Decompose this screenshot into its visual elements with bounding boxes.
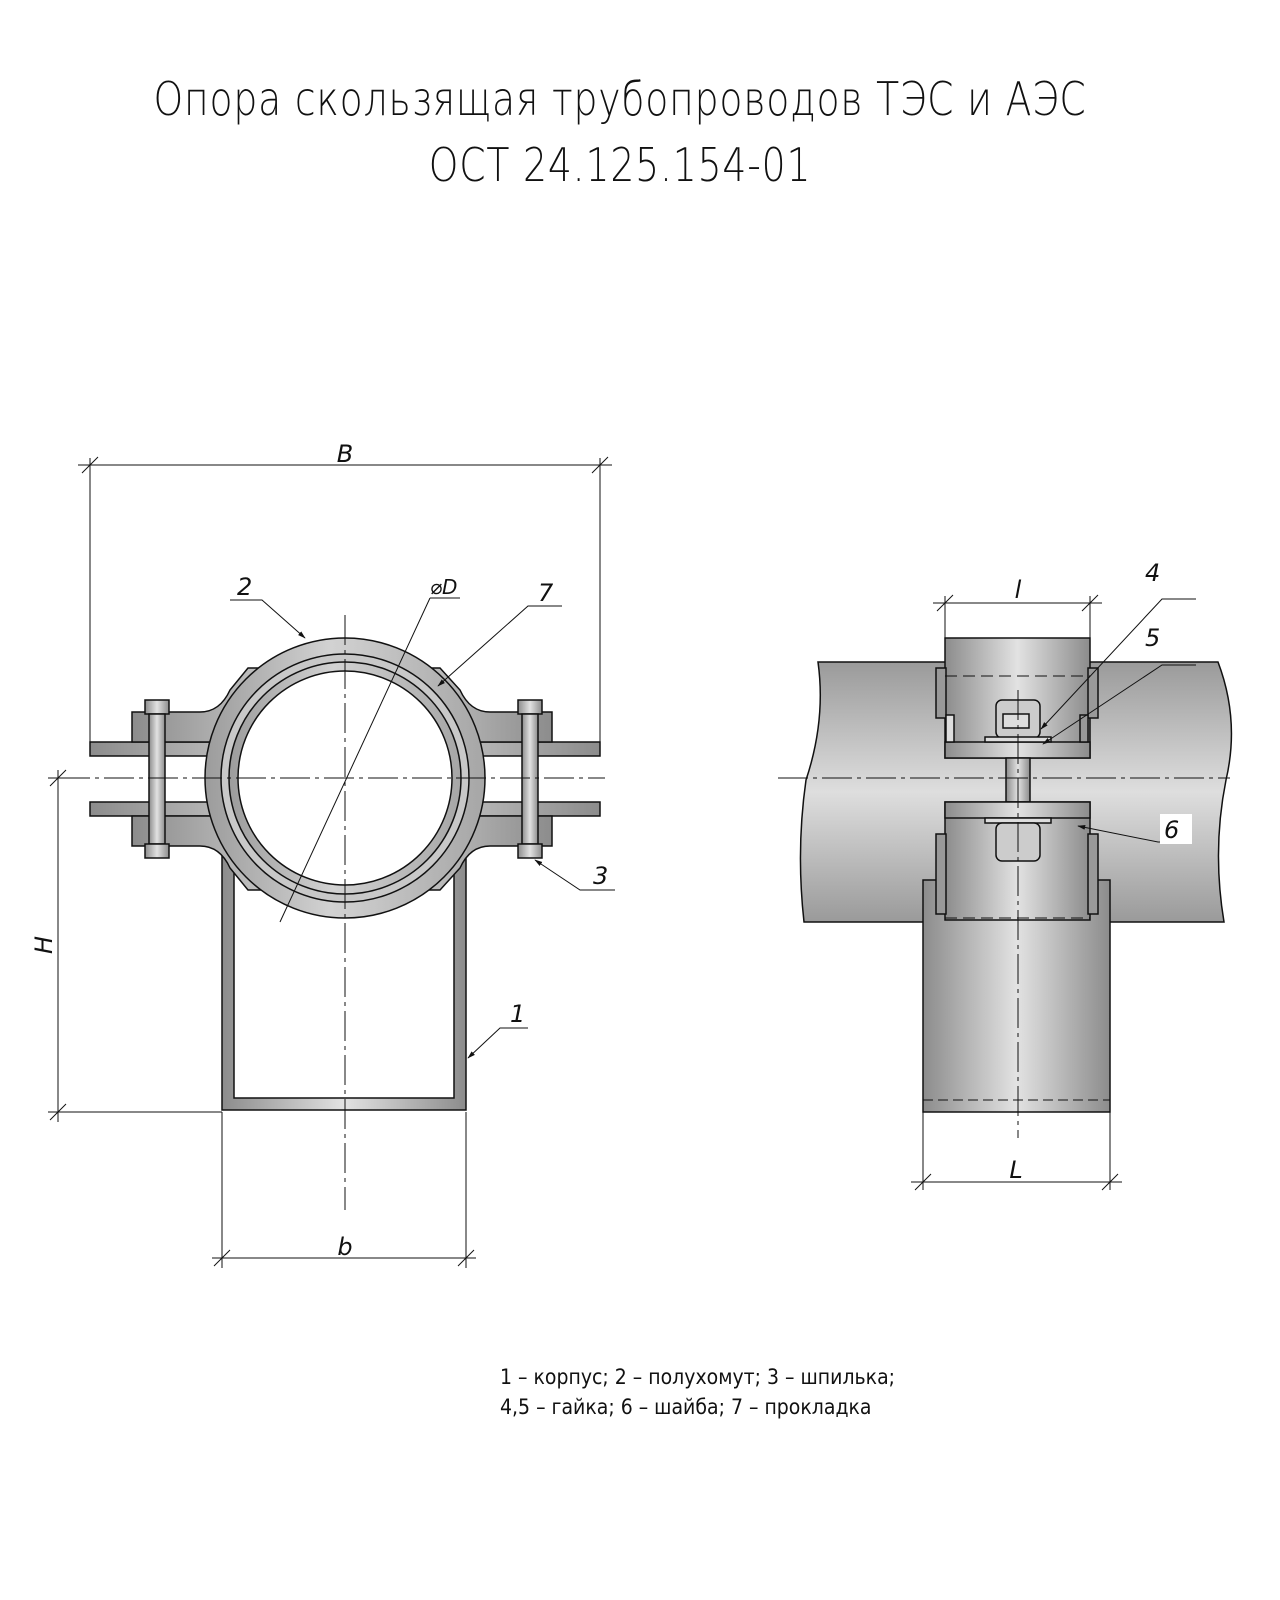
callout-4: 4 (1145, 559, 1160, 587)
stud-right (517, 699, 543, 859)
leader-7 (437, 605, 562, 687)
dim-label-H: H (30, 936, 58, 954)
dimension-b (212, 1112, 476, 1268)
drawing-title: Опора скользящая трубопроводов ТЭС и АЭС (153, 72, 1087, 126)
leader-5 (1042, 664, 1196, 745)
leader-1 (467, 1027, 528, 1059)
callout-5: 5 (1145, 624, 1160, 652)
lower-clamp-side (935, 801, 1099, 921)
dimension-H (48, 769, 222, 1122)
leader-3 (534, 859, 615, 891)
standard-number: ОСТ 24.125.154-01 (428, 138, 812, 192)
dimension-L (911, 1112, 1122, 1191)
diameter-leader (279, 597, 460, 923)
stud-left (144, 699, 170, 859)
leader-4 (1040, 598, 1196, 730)
leader-2 (230, 599, 306, 639)
callout-3: 3 (593, 862, 608, 890)
side-view (778, 594, 1233, 1191)
dimension-l (933, 594, 1102, 638)
callout-7: 7 (538, 579, 554, 607)
dim-label-B: B (337, 440, 353, 468)
callout-2: 2 (237, 573, 252, 601)
parts-legend: 1 – корпус; 2 – полухомут; 3 – шпилька; … (500, 1362, 895, 1422)
front-view (48, 456, 615, 1268)
dim-label-D: ⌀D (430, 575, 457, 599)
dim-label-L: L (1009, 1156, 1022, 1184)
legend-line-2: 4,5 – гайка; 6 – шайба; 7 – прокладка (500, 1395, 872, 1419)
callout-6: 6 (1164, 816, 1179, 844)
dim-label-b: b (337, 1233, 352, 1261)
callout-1: 1 (510, 1000, 525, 1028)
dimension-B (78, 456, 612, 742)
dim-label-l: l (1015, 576, 1022, 604)
legend-line-1: 1 – корпус; 2 – полухомут; 3 – шпилька; (500, 1365, 896, 1389)
upper-clamp-side (935, 637, 1099, 759)
